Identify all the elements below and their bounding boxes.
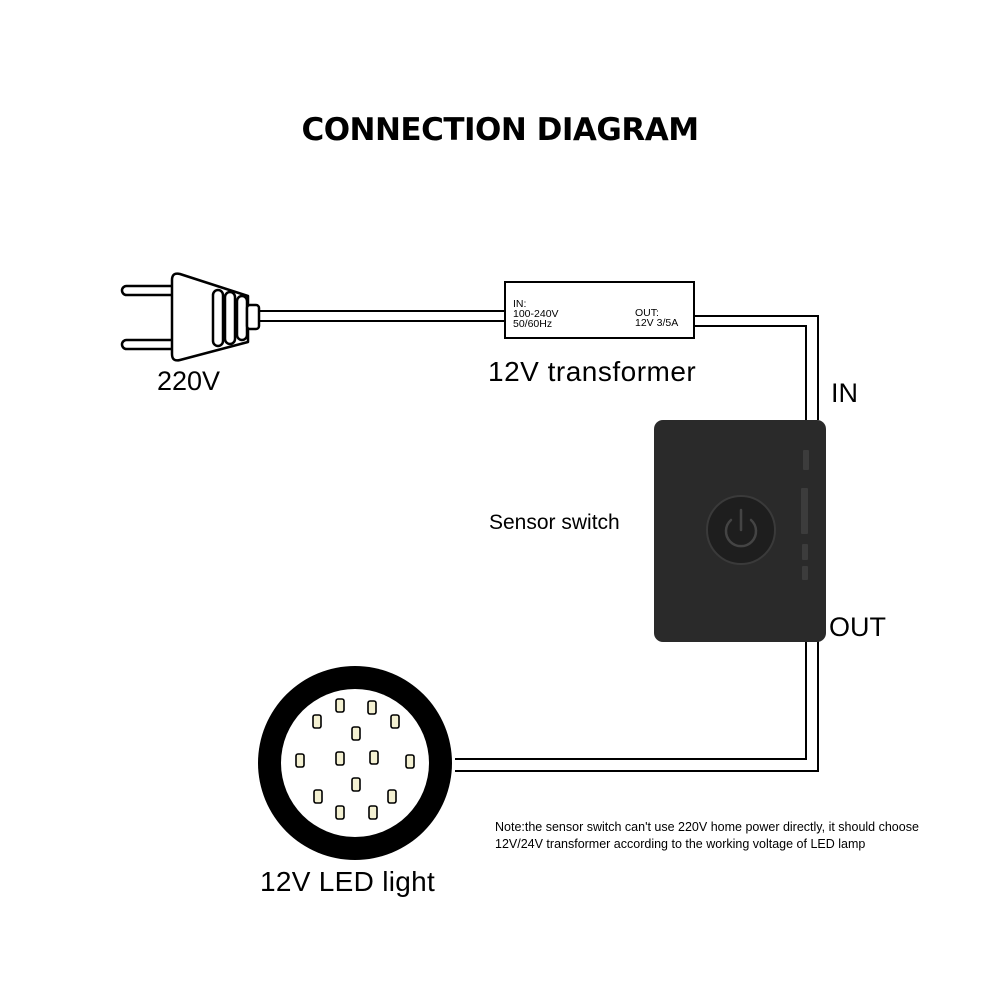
transformer-output-spec: OUT: 12V 3/5A xyxy=(635,307,679,329)
led-chip-array xyxy=(295,698,415,820)
transformer-label: 12V transformer xyxy=(488,356,697,387)
transformer-input-voltage: 100-240V xyxy=(513,308,559,320)
led-light xyxy=(258,666,452,860)
wire-switch-to-led xyxy=(455,640,819,772)
transformer-box xyxy=(504,281,695,339)
transformer-input-spec: IN: 100-240V 50/60Hz xyxy=(513,298,559,330)
wire-plug-to-transformer xyxy=(258,310,505,322)
transformer-output-heading: OUT: xyxy=(635,307,659,319)
switch-in-label: IN xyxy=(831,378,858,408)
sensor-switch xyxy=(654,420,826,642)
diagram-title: CONNECTION DIAGRAM xyxy=(301,112,699,148)
transformer-input-heading: IN: xyxy=(513,298,527,310)
plug-label: 220V xyxy=(157,366,221,396)
note-text: Note:the sensor switch can't use 220V ho… xyxy=(495,820,919,851)
power-symbol-icon xyxy=(724,508,758,548)
switch-out-label: OUT xyxy=(829,612,886,642)
wire-transformer-to-switch xyxy=(694,315,819,420)
sensor-switch-label: Sensor switch xyxy=(489,511,620,534)
eu-plug-icon xyxy=(120,272,261,362)
led-light-label: 12V LED light xyxy=(260,866,436,897)
transformer-output-rating: 12V 3/5A xyxy=(635,317,679,329)
switch-side-markings xyxy=(801,450,809,580)
transformer-input-frequency: 50/60Hz xyxy=(513,318,553,330)
